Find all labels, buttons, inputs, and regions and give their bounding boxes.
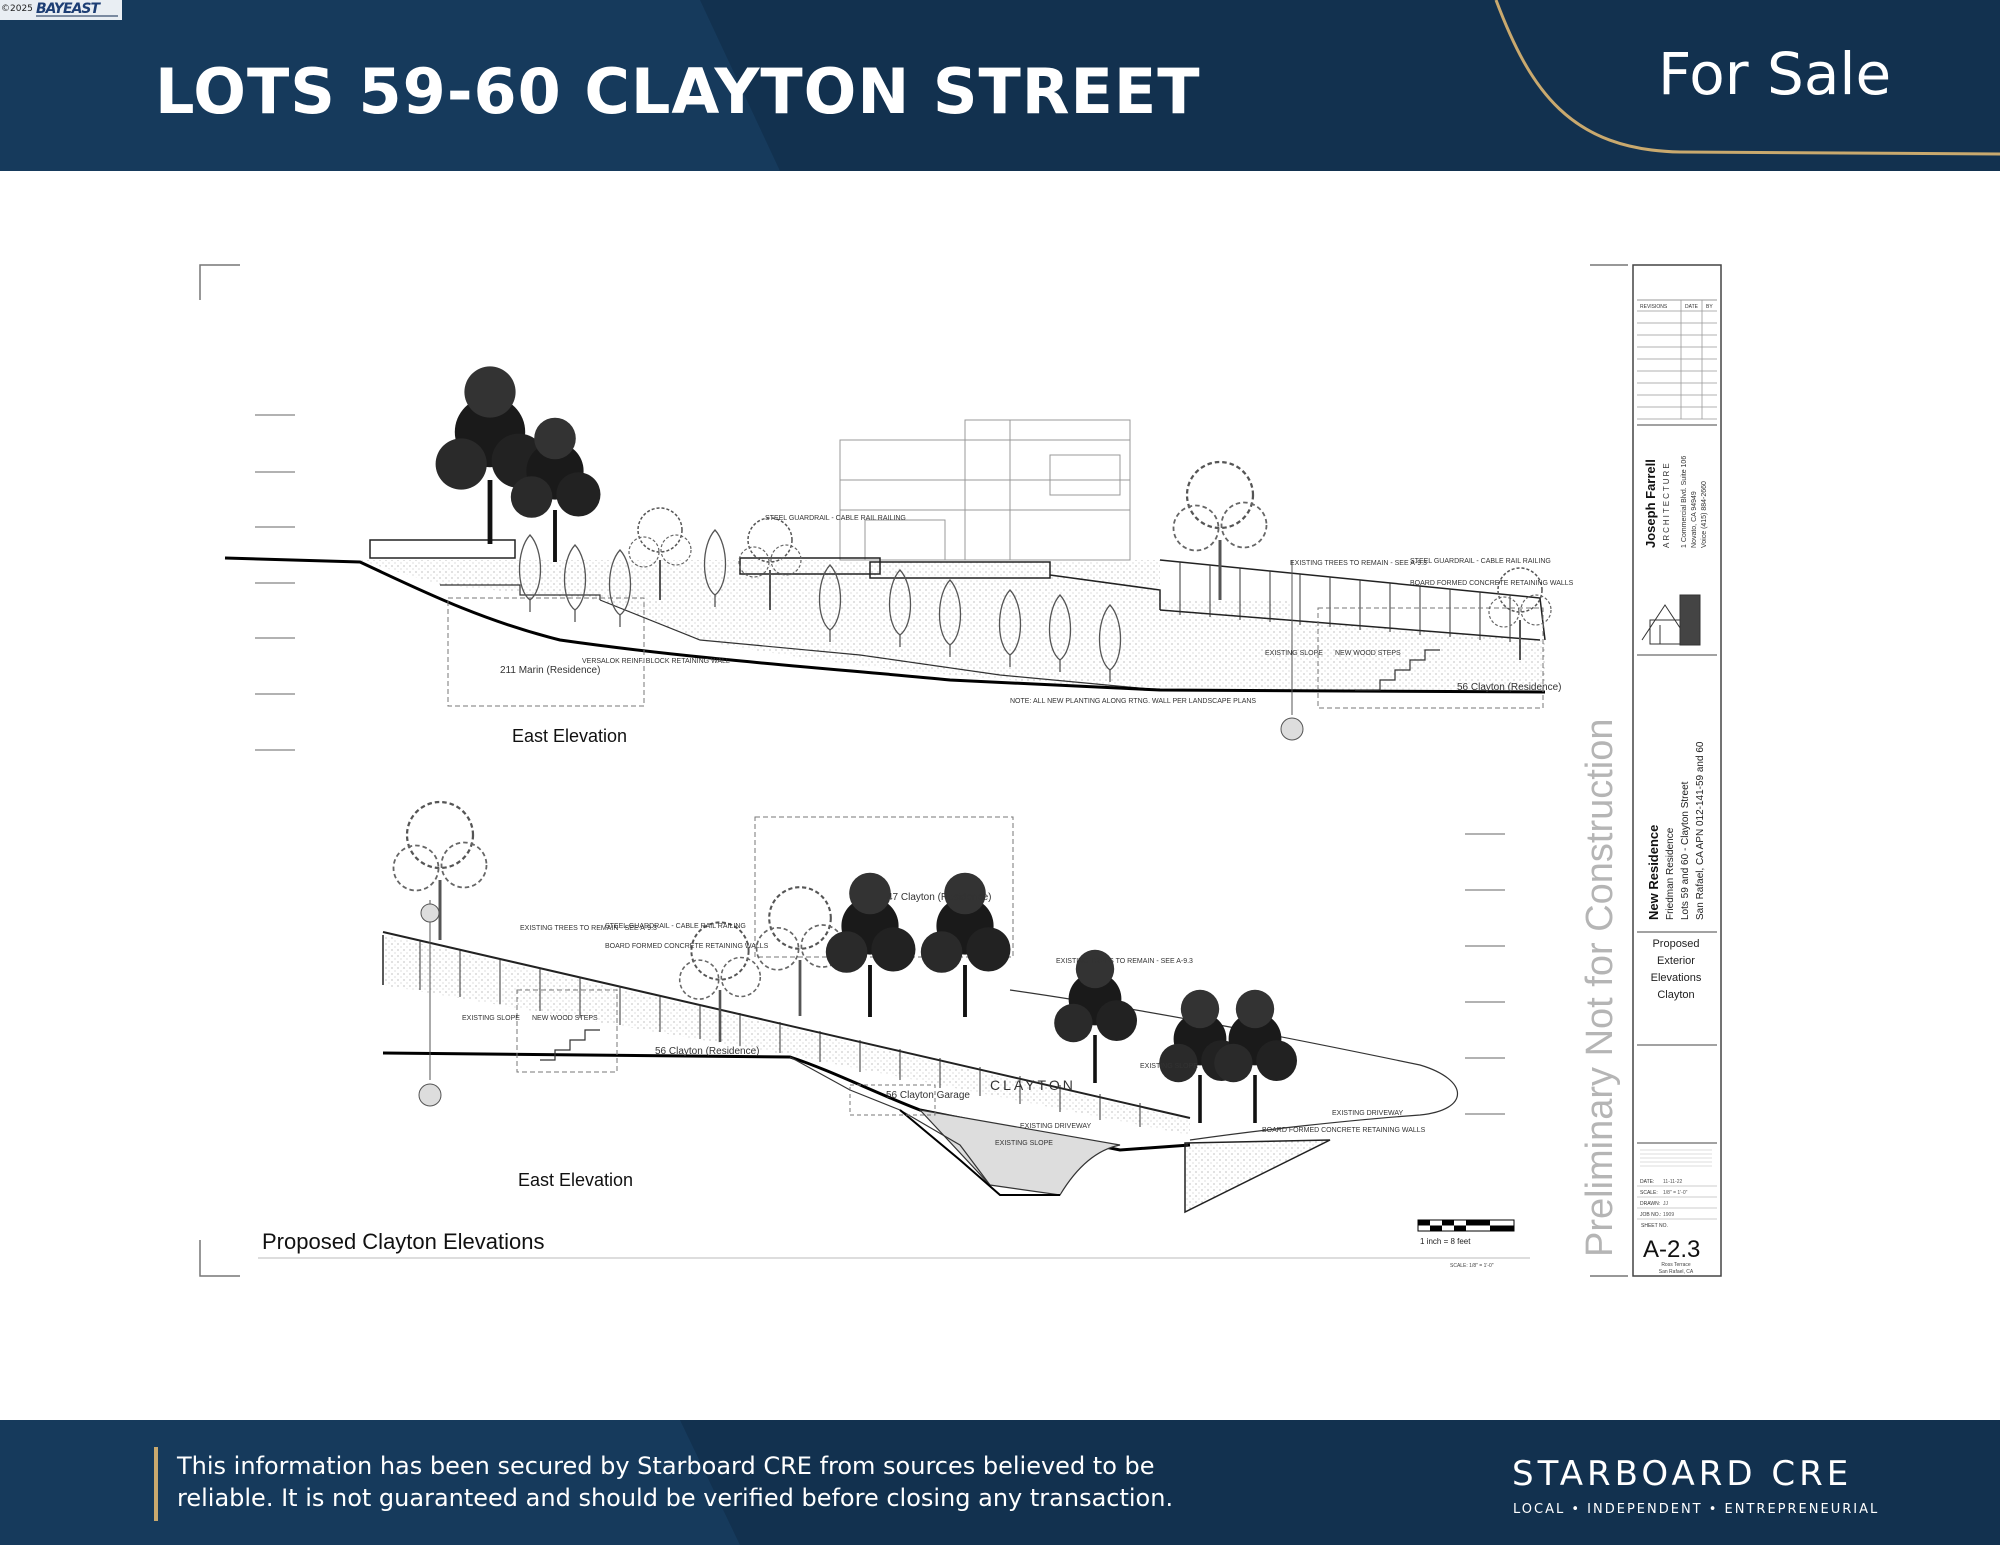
- drawing-note: 56 Clayton (Residence): [1457, 682, 1562, 693]
- brand-tagline: LOCAL • INDEPENDENT • ENTREPRENEURIAL: [1513, 1502, 1880, 1517]
- drawing-note: BOARD FORMED CONCRETE RETAINING WALLS: [605, 943, 769, 950]
- drawing-note: BOARD FORMED CONCRETE RETAINING WALLS: [1262, 1127, 1426, 1134]
- sheet-description: Proposed: [1652, 938, 1699, 950]
- drawing-note: EXISTING SLOPE: [1265, 650, 1323, 657]
- page-footer: This information has been secured by Sta…: [0, 1420, 2000, 1545]
- architect-name: Joseph Farrell: [1643, 459, 1658, 548]
- lower-elevation-label: East Elevation: [518, 1170, 633, 1190]
- sheet-drawn: JJ: [1663, 1201, 1669, 1207]
- project-title: New Residence: [1646, 825, 1661, 920]
- architectural-drawing: East Elevation 211 Marin (Residence) VER…: [0, 171, 2000, 1421]
- logo-copyright: ©2025: [1, 4, 33, 14]
- sheet-no-label: SHEET NO.: [1641, 1223, 1668, 1229]
- drawing-note: EXISTING TREES TO REMAIN - SEE A-9.3: [1056, 958, 1193, 965]
- svg-text:DATE:: DATE:: [1640, 1179, 1654, 1185]
- sheet-description: Elevations: [1651, 972, 1702, 984]
- drawing-note: EXISTING SLOPE: [1140, 1063, 1198, 1070]
- revisions-header: DATE: [1685, 304, 1699, 310]
- page-title: LOTS 59-60 CLAYTON STREET: [155, 55, 1201, 128]
- sheet-job-no: 1909: [1663, 1212, 1674, 1218]
- bayeast-logo: ©2025 BAYEAST: [0, 0, 122, 20]
- sheet-number: A-2.3: [1643, 1236, 1700, 1263]
- house-sketch: [1641, 594, 1701, 646]
- sheet-description: Clayton: [1657, 989, 1694, 1001]
- elevation-sheet: East Elevation 211 Marin (Residence) VER…: [199, 264, 1722, 1277]
- drawing-note: 56 Clayton Garage: [886, 1090, 970, 1101]
- sheet-date: 11-11-22: [1663, 1179, 1682, 1185]
- drawing-note: 47 Clayton (Residence): [887, 892, 992, 903]
- lower-elevation: East Elevation 47 Clayton (Residence) EX…: [382, 800, 1505, 1214]
- architect-city: Novato, CA 94949: [1691, 491, 1698, 548]
- upper-elevation-label: East Elevation: [512, 726, 627, 746]
- drawing-note: 211 Marin (Residence): [500, 665, 600, 676]
- architect-address: 1 Commercial Blvd. Suite 106: [1681, 456, 1688, 548]
- drawing-note: STEEL GUARDRAIL - CABLE RAIL RAILING: [765, 515, 906, 522]
- drawing-note: EXISTING SLOPE: [995, 1140, 1053, 1147]
- drawing-note: STEEL GUARDRAIL - CABLE RAIL RAILING: [1410, 558, 1551, 565]
- drawing-note: BOARD FORMED CONCRETE RETAINING WALLS: [1410, 580, 1574, 587]
- drawing-note: 56 Clayton (Residence): [655, 1046, 760, 1057]
- header-shade: [0, 0, 780, 171]
- drawing-note: EXISTING TREES TO REMAIN - SEE A-9.3: [1290, 560, 1427, 567]
- drawing-note: NEW WOOD STEPS: [532, 1015, 598, 1022]
- sheet-scale: 1/8" = 1'-0": [1663, 1190, 1688, 1196]
- drawing-note: STEEL GUARDRAIL - CABLE RAIL RAILING: [605, 923, 746, 930]
- disclaimer-line: reliable. It is not guaranteed and shoul…: [177, 1484, 1174, 1512]
- street-label: CLAYTON: [990, 1077, 1076, 1093]
- drawing-note: NOTE: ALL NEW PLANTING ALONG RTNG. WALL …: [1010, 698, 1256, 705]
- title-block: REVISIONS DATE BY Joseph Farrell ARCHITE…: [1632, 264, 1722, 1277]
- svg-text:SCALE:: SCALE:: [1640, 1190, 1658, 1196]
- status-label: For Sale: [1658, 40, 1892, 108]
- crop-mark: [199, 264, 240, 300]
- svg-text:DRAWN:: DRAWN:: [1640, 1201, 1660, 1207]
- crop-mark: [199, 1240, 240, 1277]
- drawing-note: EXISTING TREES TO REMAIN - SEE A-9.3: [520, 925, 657, 932]
- footer-shade: [0, 1420, 740, 1545]
- gold-arc-decoration: [1494, 0, 2000, 156]
- upper-elevation: East Elevation 211 Marin (Residence) VER…: [224, 366, 1574, 751]
- disclaimer-line: This information has been secured by Sta…: [177, 1452, 1155, 1480]
- drawing-note: EXISTING DRIVEWAY: [1020, 1123, 1092, 1130]
- preliminary-watermark: Preliminary Not for Construction: [1579, 718, 1621, 1257]
- drawing-note: NEW WOOD STEPS: [1335, 650, 1401, 657]
- project-lots: Lots 59 and 60 - Clayton Street: [1680, 781, 1691, 920]
- logo-mark: BAYEAST: [36, 1, 100, 17]
- architect-phone: Voice (415) 884-2660: [1701, 481, 1708, 548]
- revisions-header: REVISIONS: [1640, 304, 1668, 310]
- project-apn: San Rafael, CA APN 012-141-59 and 60: [1695, 741, 1706, 920]
- scale-bar-text: 1 inch = 8 feet: [1420, 1237, 1471, 1246]
- drawing-note: EXISTING DRIVEWAY: [1332, 1110, 1404, 1117]
- revisions-header: BY: [1706, 304, 1713, 310]
- drawing-note: VERSALOK REINF. BLOCK RETAINING WALL: [582, 658, 730, 665]
- page-header: LOTS 59-60 CLAYTON STREET For Sale: [0, 0, 2000, 171]
- logo-underline: [36, 15, 118, 17]
- brand-name: STARBOARD CRE: [1512, 1454, 1853, 1494]
- sheet-title: Proposed Clayton Elevations: [262, 1229, 545, 1254]
- project-client: Friedman Residence: [1665, 827, 1676, 920]
- svg-text:JOB NO.:: JOB NO.:: [1640, 1212, 1661, 1218]
- footer-accent-bar: [154, 1447, 158, 1521]
- disclaimer: This information has been secured by Sta…: [177, 1450, 1177, 1514]
- architect-subtitle: ARCHITECTURE: [1662, 461, 1671, 548]
- scale-bar: 1 inch = 8 feet SCALE: 1/8" = 1'-0": [1417, 1219, 1515, 1269]
- sheet-location: San Rafael, CA: [1659, 1269, 1694, 1275]
- sheet-description: Exterior: [1657, 955, 1695, 967]
- drawing-note: EXISTING SLOPE: [462, 1015, 520, 1022]
- scale-note: SCALE: 1/8" = 1'-0": [1450, 1263, 1494, 1269]
- sheet-location: Ross Terrace: [1661, 1262, 1691, 1268]
